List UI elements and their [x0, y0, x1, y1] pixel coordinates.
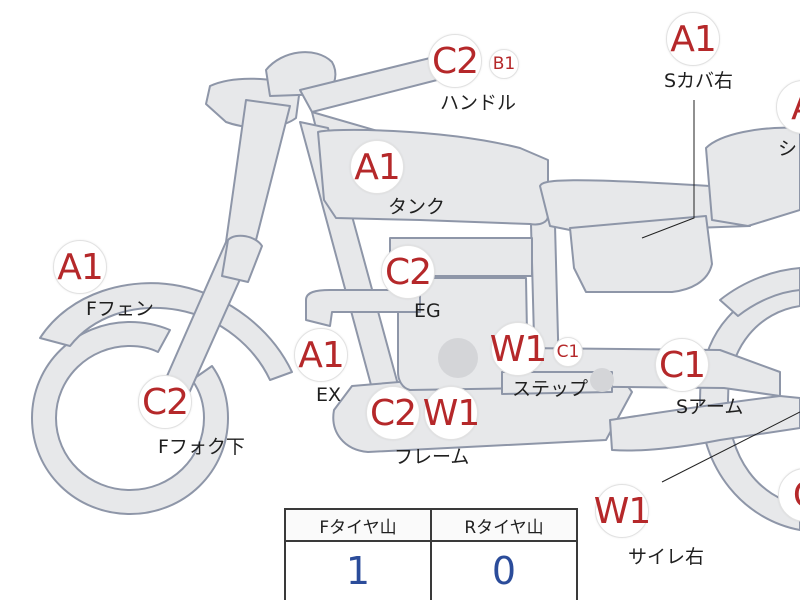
step	[501, 371, 613, 395]
side-cover-code-badge: A1	[666, 12, 720, 66]
tank-code-badge: A1	[350, 140, 404, 194]
step-sub-code-badge: C1	[553, 337, 583, 367]
engine-cover	[438, 338, 478, 378]
swing-arm-code-badge: C1	[655, 338, 709, 392]
rear-fender	[719, 267, 800, 317]
exhaust-label: EX	[316, 384, 342, 406]
exhaust-pipe	[305, 289, 421, 327]
handlebar-sub-code-badge: B1	[489, 49, 519, 79]
swing-arm-label: Sアーム	[676, 396, 744, 418]
front-fork-code-badge: C2	[138, 375, 192, 429]
step-label: ステップ	[512, 378, 589, 400]
exhaust-code-badge: A1	[294, 328, 348, 382]
front-fork-label: Fフォク下	[158, 436, 245, 458]
rear-tire-value: 0	[430, 540, 578, 600]
front-fender-code-badge: A1	[53, 240, 107, 294]
handlebar-label: ハンドル	[440, 92, 517, 114]
rear-tire-header: Rタイヤ山	[430, 508, 578, 542]
front-tire-value: 1	[284, 540, 432, 600]
tail	[705, 126, 800, 227]
tank-label: タンク	[388, 196, 446, 218]
step-end	[590, 368, 614, 392]
front-wheel	[31, 321, 229, 515]
front-tire-header: Fタイヤ山	[284, 508, 432, 542]
front-fender-label: Fフェン	[86, 298, 154, 320]
handlebar-code-badge: C2	[428, 34, 482, 88]
tire-tread-table: Fタイヤ山 Rタイヤ山 1 0	[284, 508, 578, 600]
fork-tube	[221, 234, 263, 283]
frame-code-badge: C2	[366, 386, 420, 440]
muffler	[609, 395, 800, 452]
frame-label: フレーム	[394, 446, 470, 468]
front-fender	[39, 282, 293, 381]
step-code-badge: W1	[490, 322, 547, 376]
seat-label: シ	[778, 138, 798, 160]
side-cover	[569, 215, 713, 293]
silencer-label: サイレ右	[628, 546, 705, 568]
side-cover-label: Sカバ右	[664, 70, 734, 92]
engine-label: EG	[414, 300, 441, 322]
frame-second-code-badge: W1	[423, 386, 480, 440]
leader-line-silencer	[661, 411, 800, 483]
engine-code-badge: C2	[381, 245, 435, 299]
silencer-code-badge: W1	[594, 484, 651, 538]
leader-line-side-cover	[641, 100, 695, 239]
